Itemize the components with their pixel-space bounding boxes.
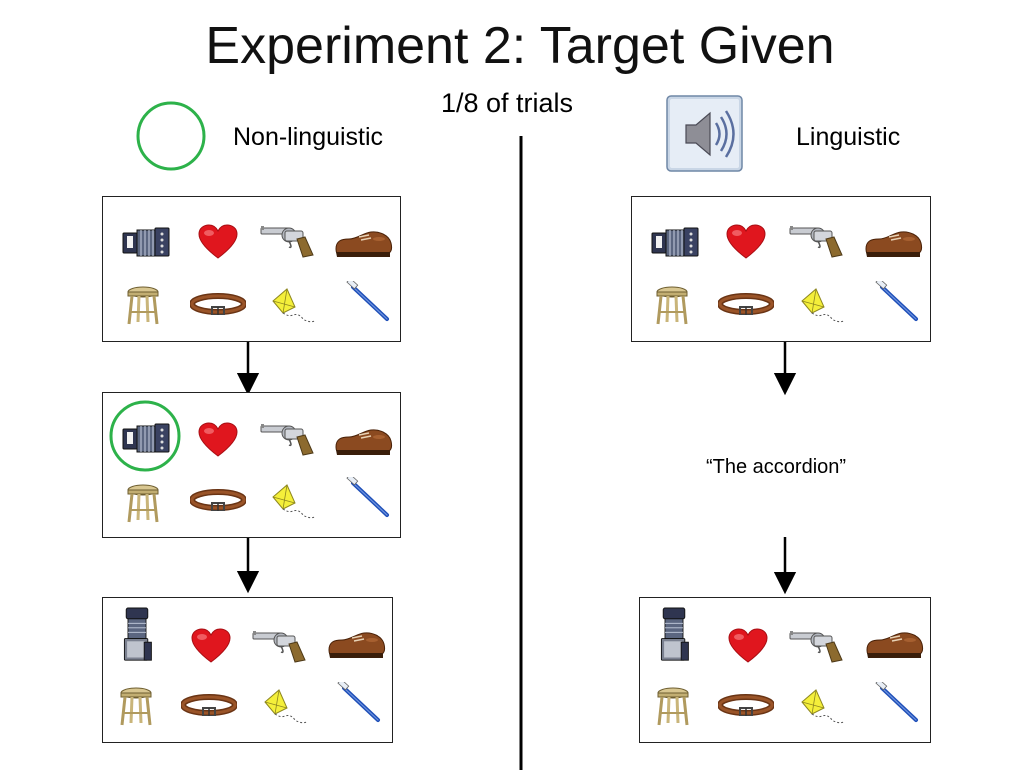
shoe-icon	[335, 231, 393, 258]
item-grid	[122, 224, 393, 326]
green-circle-icon	[136, 101, 206, 171]
item-grid	[651, 224, 923, 326]
spoken-target-quote: “The accordion”	[706, 456, 847, 478]
display-panel-left-3	[102, 597, 393, 743]
stool-icon	[119, 687, 153, 727]
shoe-icon	[328, 632, 386, 659]
display-panel-left-2	[102, 392, 401, 538]
display-panel-right-1	[631, 196, 931, 342]
belt-icon	[183, 697, 235, 716]
revolver-icon	[789, 630, 843, 663]
item-grid	[109, 400, 393, 524]
accordion-icon	[651, 227, 699, 257]
accordion-icon	[660, 607, 689, 661]
item-grid	[119, 607, 386, 727]
belt-icon	[720, 697, 772, 716]
kite-icon	[272, 288, 316, 323]
revolver-icon	[260, 423, 314, 456]
kite-icon	[272, 484, 316, 519]
page-title: Experiment 2: Target Given	[205, 17, 835, 75]
center-divider	[519, 136, 523, 770]
speaker-icon	[666, 95, 743, 172]
display-panel-right-3	[639, 597, 931, 743]
stool-icon	[126, 484, 160, 524]
toothbrush-icon	[336, 682, 380, 722]
revolver-icon	[260, 225, 314, 258]
revolver-icon	[252, 630, 306, 663]
flow-arrow-left-1	[236, 342, 260, 396]
linguistic-label: Linguistic	[796, 123, 901, 151]
heart-icon	[198, 422, 238, 457]
belt-icon	[192, 492, 244, 511]
non-linguistic-label: Non-linguistic	[233, 123, 384, 151]
stool-icon	[656, 687, 690, 727]
accordion-icon	[123, 607, 152, 661]
display-panel-left-1	[102, 196, 401, 342]
heart-icon	[198, 224, 238, 259]
toothbrush-icon	[874, 682, 918, 722]
kite-icon	[801, 288, 845, 323]
target-highlight-circle	[109, 400, 181, 472]
flow-arrow-right-2	[773, 537, 797, 595]
kite-icon	[801, 689, 845, 724]
revolver-icon	[789, 225, 843, 258]
heart-icon	[726, 224, 766, 259]
belt-icon	[192, 296, 244, 315]
item-grid	[656, 607, 924, 727]
flow-arrow-left-2	[236, 538, 260, 594]
toothbrush-icon	[345, 281, 389, 321]
belt-icon	[720, 296, 772, 315]
toothbrush-icon	[874, 281, 918, 321]
subtitle: 1/8 of trials	[441, 88, 574, 118]
shoe-icon	[865, 231, 923, 258]
toothbrush-icon	[345, 477, 389, 517]
kite-icon	[264, 689, 308, 724]
stool-icon	[655, 286, 689, 326]
stool-icon	[126, 286, 160, 326]
accordion-icon	[122, 227, 170, 257]
shoe-icon	[335, 429, 393, 456]
flow-arrow-right-1	[773, 342, 797, 396]
shoe-icon	[866, 632, 924, 659]
accordion-icon	[122, 423, 170, 453]
heart-icon	[728, 628, 768, 663]
heart-icon	[191, 628, 231, 663]
